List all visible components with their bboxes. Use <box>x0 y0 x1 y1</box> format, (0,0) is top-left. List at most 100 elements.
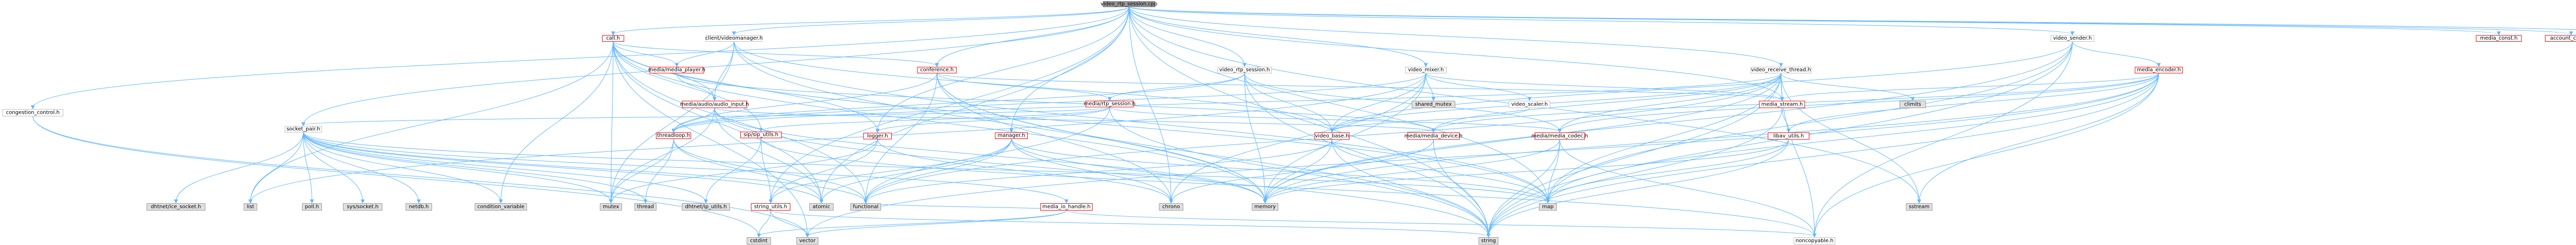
node-noncopyable[interactable]: noncopyable.h <box>1793 237 1836 245</box>
edge-client_videomanager-to-video_base <box>734 41 1332 132</box>
node-libav-utils[interactable]: libav_utils.h <box>1768 132 1809 140</box>
edge-manager-to-atomic <box>821 138 1012 202</box>
node-call-h[interactable]: call.h <box>602 35 624 42</box>
node-list[interactable]: list <box>243 203 258 211</box>
node-box <box>1086 100 1134 108</box>
edge-conference-to-rtp_session <box>937 73 1110 100</box>
node-label: video_rtp_session.cpp <box>1100 2 1157 7</box>
edge-video_receive_thread-to-memory <box>1265 73 1782 202</box>
node-condition-variable[interactable]: condition_variable <box>474 203 527 211</box>
edge-socket_pair-to-list <box>250 132 304 202</box>
node-cstdint[interactable]: cstdint <box>747 237 771 245</box>
node-manager[interactable]: manager.h <box>995 132 1028 139</box>
node-congestion[interactable]: congestion_control.h <box>2 109 63 117</box>
edge-socket_pair-to-mutex <box>303 132 611 202</box>
edge-video_receive_thread-to-map <box>1548 73 1782 202</box>
edge-sip_utils-to-dhtnet_ip <box>706 138 761 202</box>
node-video-scaler[interactable]: video_scaler.h <box>1509 100 1551 108</box>
edge-threadloop-to-functional <box>673 138 866 202</box>
node-box <box>917 66 957 74</box>
edge-threadloop-to-thread <box>646 138 674 202</box>
node-video-sender[interactable]: video_sender.h <box>2050 35 2095 42</box>
node-string[interactable]: string <box>1478 237 1499 245</box>
node-media-io-handle[interactable]: media_io_handle.h <box>1040 203 1093 211</box>
node-label: manager.h <box>997 133 1025 138</box>
node-media-stream[interactable]: media_stream.h <box>1759 100 1805 108</box>
edge-sip_utils-to-string_utils <box>760 138 771 202</box>
node-media-codec[interactable]: media/media_codec.h <box>1532 132 1588 140</box>
node-chrono[interactable]: chrono <box>1159 203 1183 211</box>
edge-media_encoder-to-noncopyable <box>1815 73 2159 236</box>
node-label: conference.h <box>920 67 954 73</box>
edge-socket_pair-to-netdb <box>303 132 419 202</box>
node-box <box>656 132 691 139</box>
edge-video_rtp_session_h-to-string <box>1244 73 1488 236</box>
node-memory[interactable]: memory <box>1251 203 1279 211</box>
node-poll[interactable]: poll.h <box>302 203 322 211</box>
node-box <box>2476 35 2522 42</box>
node-box <box>747 237 771 245</box>
edge-logger-to-mutex <box>611 139 878 202</box>
node-box <box>1217 66 1272 74</box>
node-box <box>1534 132 1585 140</box>
node-video-base[interactable]: video_base.h <box>1314 132 1350 140</box>
node-label: sstream <box>1909 204 1929 210</box>
node-label: video_mixer.h <box>1408 67 1444 73</box>
edge-media_encoder-to-sstream <box>1919 73 2159 202</box>
node-dhtnet-ice[interactable]: dhtnet/ice_socket.h <box>146 203 206 211</box>
node-shared-mutex[interactable]: shared_mutex <box>1411 100 1455 108</box>
node-video-mixer[interactable]: video_mixer.h <box>1405 66 1447 74</box>
edge-audio_input-to-threadloop <box>673 108 715 131</box>
edge-root-to-logger <box>877 7 1129 132</box>
edge-root-to-socket_pair <box>303 7 1129 125</box>
node-conference[interactable]: conference.h <box>917 66 957 74</box>
node-vector[interactable]: vector <box>796 237 819 245</box>
node-sip-utils[interactable]: sip/sip_utils.h <box>740 131 782 138</box>
edge-video_sender-to-media_encoder <box>2072 41 2159 66</box>
node-media-device[interactable]: media/media_device.h <box>1404 132 1463 140</box>
node-box <box>682 203 730 211</box>
edge-video_rtp_session_h-to-memory <box>1244 73 1265 202</box>
node-sys-socket[interactable]: sys/socket.h <box>343 203 383 211</box>
node-functional[interactable]: functional <box>850 203 882 211</box>
node-string-utils[interactable]: string_utils.h <box>751 203 791 211</box>
node-label: media/media_device.h <box>1404 133 1463 139</box>
node-box <box>2545 35 2576 42</box>
node-label: shared_mutex <box>1415 101 1452 107</box>
edge-video_receive_thread-to-sstream <box>1781 73 1919 202</box>
node-dhtnet-ip[interactable]: dhtnet/ip_utils.h <box>682 203 730 211</box>
edge-video_base-to-map <box>1331 139 1548 202</box>
edge-root-to-video_mixer <box>1128 7 1426 66</box>
node-thread[interactable]: thread <box>634 203 657 211</box>
node-label: account_const.h <box>2550 36 2576 41</box>
edge-video_mixer-to-video_base <box>1332 73 1427 132</box>
node-video-rtp-session-h[interactable]: video_rtp_session.h <box>1217 66 1272 74</box>
edge-video_sender-to-noncopyable <box>1815 41 2073 237</box>
node-climits[interactable]: climits <box>1899 100 1926 108</box>
node-client-videomanager[interactable]: client/videomanager.h <box>705 35 763 42</box>
node-socket-pair[interactable]: socket_pair.h <box>284 126 322 133</box>
edge-rtp_session-to-functional <box>866 107 1110 202</box>
edge-client_videomanager-to-map <box>734 41 1548 203</box>
node-media-const[interactable]: media_const.h <box>2476 35 2522 42</box>
node-sstream[interactable]: sstream <box>1906 203 1933 211</box>
node-threadloop[interactable]: threadloop.h <box>656 132 691 139</box>
node-atomic[interactable]: atomic <box>809 203 834 211</box>
edge-media_device-to-chrono <box>1171 139 1434 202</box>
node-media-encoder[interactable]: media_encoder.h <box>2134 66 2183 74</box>
node-video-receive-thread[interactable]: video_receive_thread.h <box>1750 66 1812 74</box>
node-label: socket_pair.h <box>286 127 320 132</box>
node-audio-input[interactable]: media/audio/audio_input.h <box>680 100 749 108</box>
node-mutex[interactable]: mutex <box>600 203 622 211</box>
edge-manager-to-map <box>1011 138 1548 202</box>
node-label: sys/socket.h <box>347 204 379 210</box>
node-rtp-session[interactable]: media/rtp_session.h <box>1084 100 1136 108</box>
node-media-player[interactable]: media/media_player.h <box>648 66 705 74</box>
node-netdb[interactable]: netdb.h <box>405 203 432 211</box>
edge-libav_utils-to-memory <box>1265 139 1789 202</box>
edge-socket_pair-to-map <box>303 132 1548 202</box>
node-account-const[interactable]: account_const.h <box>2545 35 2576 42</box>
node-map[interactable]: map <box>1539 203 1557 211</box>
node-logger[interactable]: logger.h <box>863 133 892 139</box>
